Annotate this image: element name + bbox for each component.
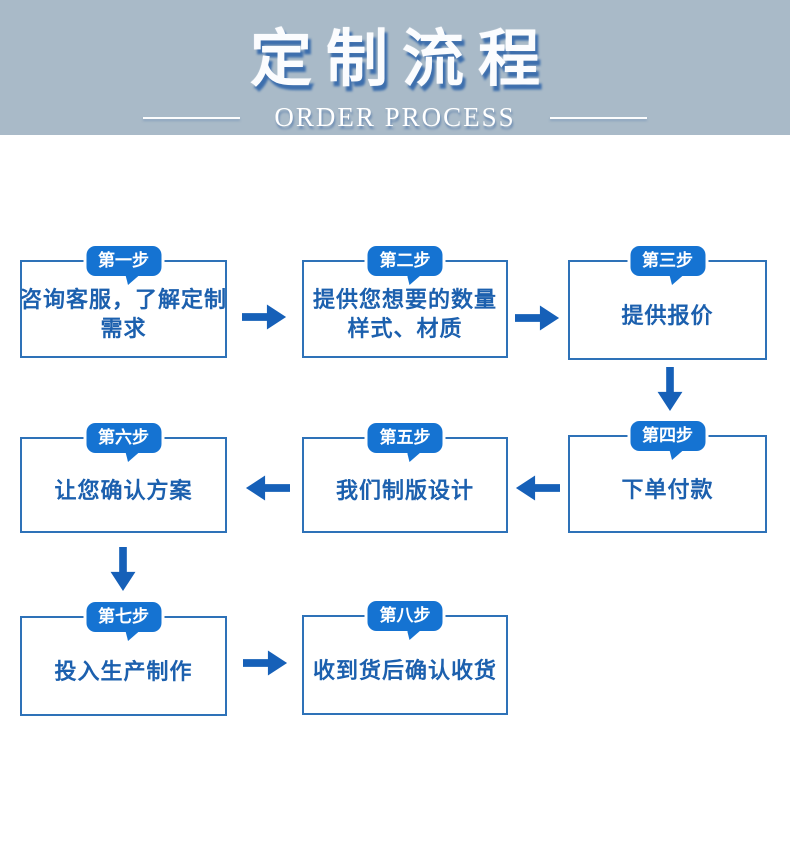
- step-text: 收到货后确认收货: [312, 657, 497, 683]
- step-badge-5: 第五步: [367, 423, 443, 462]
- arrow-left-icon: [514, 473, 560, 503]
- step-badge-1: 第一步: [86, 246, 161, 285]
- badge-tail: [669, 450, 684, 460]
- step-text: 下单付款: [621, 476, 714, 502]
- badge-tail: [125, 631, 140, 641]
- step-badge-8: 第八步: [367, 601, 443, 640]
- step-box-1: 第一步 咨询客服，了解定制 需求: [20, 246, 228, 358]
- header-banner: 定制流程 ORDER PROCESS: [0, 0, 790, 135]
- badge-tail: [407, 275, 421, 285]
- step-badge-label: 第二步: [379, 251, 431, 270]
- step-box-6: 第六步 让您确认方案: [20, 423, 227, 533]
- arrow-right-icon: [243, 648, 289, 678]
- step-text: 我们制版设计: [335, 477, 474, 503]
- step-text: 咨询客服，了解定制: [20, 287, 228, 312]
- arrow-down-icon: [655, 367, 685, 411]
- step-box-5: 第五步 我们制版设计: [302, 423, 508, 533]
- step-text: 样式、材质: [347, 316, 463, 341]
- step-box-8: 第八步 收到货后确认收货: [302, 601, 508, 715]
- step-box-4: 第四步 下单付款: [568, 421, 767, 533]
- step-text: 提供报价: [621, 302, 714, 328]
- page-subtitle: ORDER PROCESS: [274, 102, 516, 132]
- arrow-left-icon: [244, 473, 290, 503]
- badge-tail: [125, 275, 140, 285]
- flow-area: 第一步 咨询客服，了解定制 需求 第二步 提供您想要的数量 样式、材质 第三步 …: [0, 135, 790, 853]
- arrow-right-icon: [242, 302, 288, 332]
- divider-line-right: [549, 116, 647, 119]
- step-box-2: 第二步 提供您想要的数量 样式、材质: [302, 246, 508, 358]
- step-text: 投入生产制作: [54, 658, 193, 684]
- step-box-3: 第三步 提供报价: [568, 246, 767, 360]
- page-title: 定制流程: [249, 25, 554, 94]
- step-badge-label: 第五步: [379, 428, 431, 447]
- divider-line-left: [143, 116, 241, 119]
- step-text: 提供您想要的数量: [312, 287, 497, 312]
- subtitle-row: ORDER PROCESS: [0, 102, 790, 133]
- step-text: 让您确认方案: [54, 477, 193, 503]
- step-badge-label: 第三步: [642, 251, 693, 270]
- step-badge-4: 第四步: [630, 421, 705, 460]
- step-text: 需求: [100, 316, 147, 341]
- step-badge-7: 第七步: [86, 602, 161, 641]
- step-badge-label: 第四步: [642, 426, 693, 445]
- step-badge-6: 第六步: [86, 423, 161, 462]
- badge-tail: [669, 275, 684, 285]
- step-badge-label: 第六步: [98, 428, 149, 447]
- badge-tail: [125, 452, 140, 462]
- step-badge-2: 第二步: [367, 246, 443, 285]
- badge-tail: [407, 630, 421, 640]
- step-badge-label: 第八步: [379, 606, 431, 625]
- step-badge-label: 第一步: [98, 251, 149, 270]
- badge-tail: [407, 452, 421, 462]
- step-box-7: 第七步 投入生产制作: [20, 602, 227, 716]
- step-badge-label: 第七步: [98, 607, 149, 626]
- step-badge-3: 第三步: [630, 246, 705, 285]
- arrow-right-icon: [515, 303, 561, 333]
- arrow-down-icon: [108, 547, 138, 591]
